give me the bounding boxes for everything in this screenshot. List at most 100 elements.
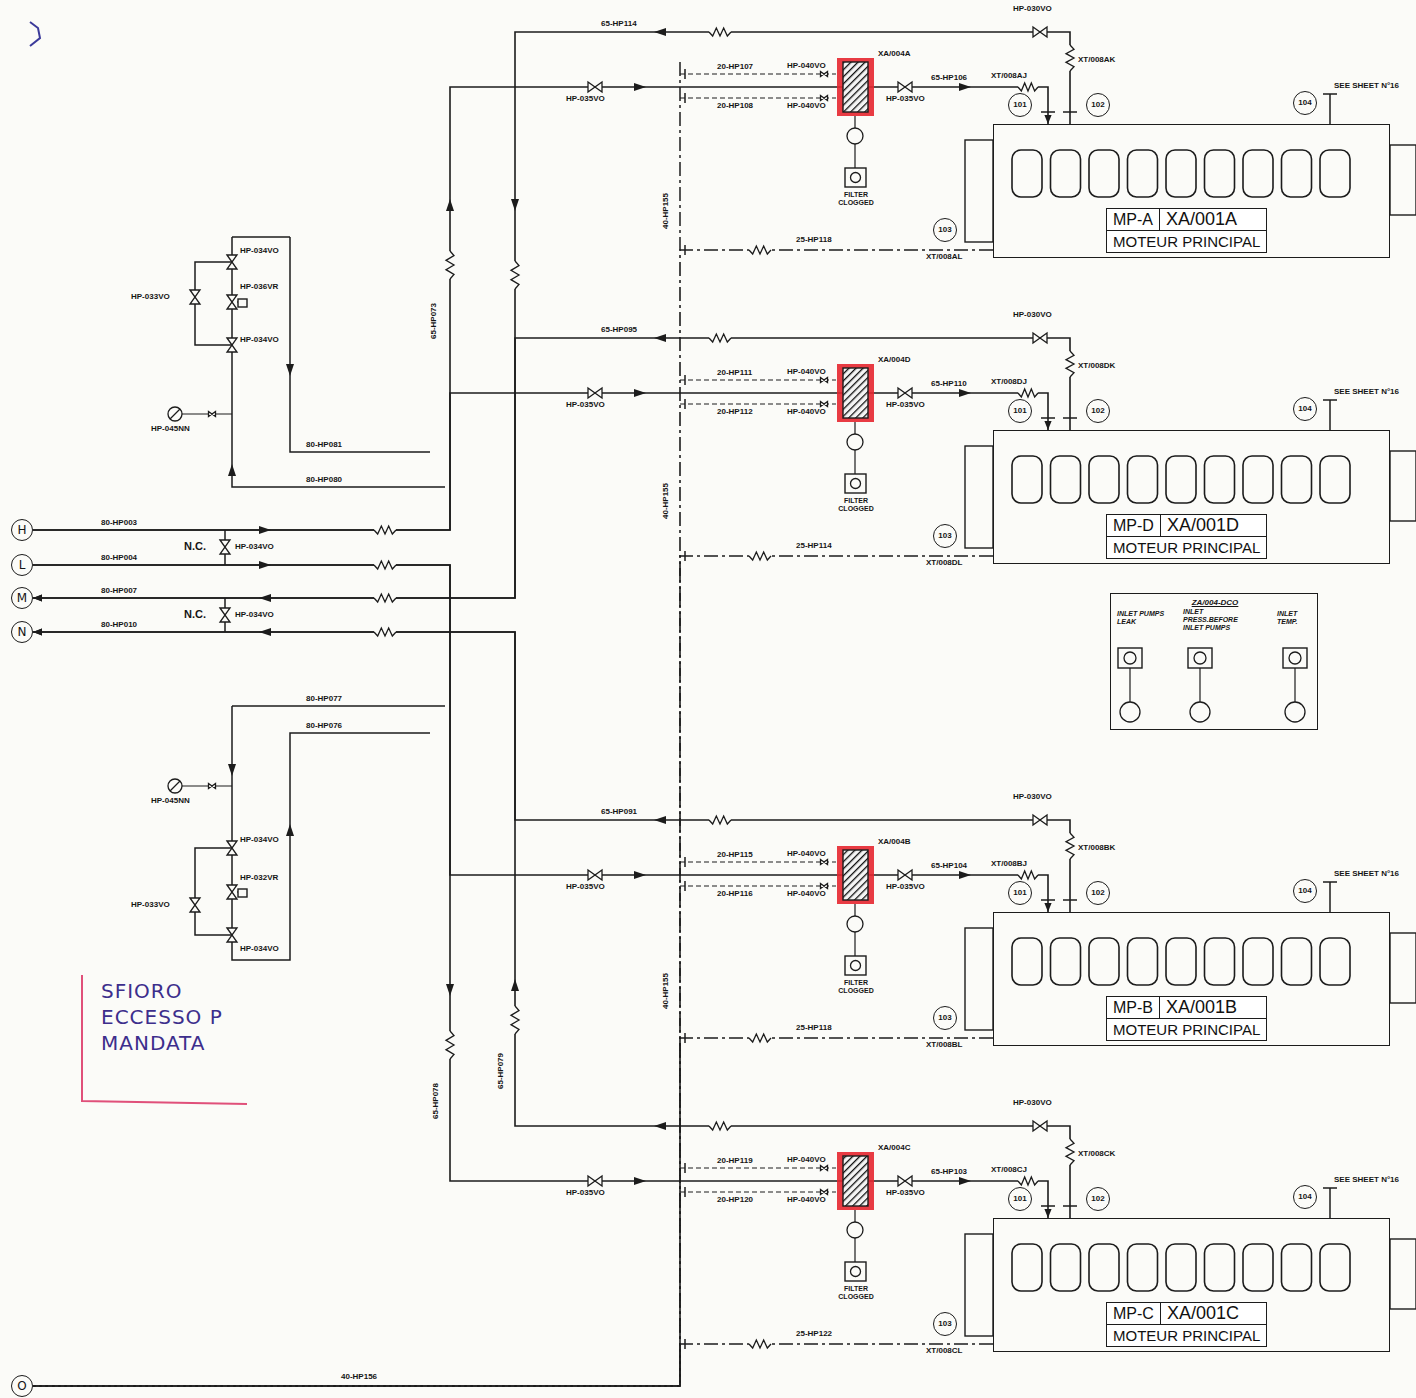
cylinder-symbol: [1205, 938, 1235, 985]
hose-gap: [749, 1036, 771, 1040]
flex-hose-symbol: [1066, 45, 1074, 71]
hose-gap: [1018, 85, 1038, 89]
line-number-tag: HP-034VO: [239, 247, 280, 255]
nameplate-row: MOTEUR PRINCIPAL: [1107, 230, 1266, 252]
flange-tick: [684, 399, 686, 409]
line-number-tag: 25-HP118: [795, 236, 833, 244]
line-number-tag: 80-HP003: [100, 519, 138, 527]
callout-text: 103: [938, 1014, 951, 1022]
bypass-line: [680, 1191, 836, 1192]
flex-hose-symbol: [1066, 833, 1074, 859]
flange-tick: [684, 881, 686, 891]
flange-tick: [684, 1187, 686, 1197]
flex-hose-symbol: [374, 594, 396, 602]
engine-tag: MP-A: [1107, 209, 1160, 230]
cylinder-symbol: [1128, 456, 1158, 503]
callout-text: 104: [1298, 405, 1311, 413]
line-number-tag: HP-035VO: [885, 401, 926, 409]
callout-number: 104: [1293, 91, 1317, 115]
line-number-tag: HP-034VO: [239, 945, 280, 953]
valve-symbol: [821, 72, 828, 77]
cylinder-symbol: [1128, 1244, 1158, 1291]
line-number-tag: HP-034VO: [239, 336, 280, 344]
engine-nameplate: MP-DXA/001DMOTEUR PRINCIPAL: [1106, 514, 1267, 559]
callout-number: 102: [1086, 881, 1110, 905]
valve-symbol: [898, 82, 912, 92]
pipe-connector: [33, 32, 1070, 598]
line-number-tag: 80-HP080: [305, 476, 343, 484]
callout-number: 101: [1008, 93, 1032, 117]
callout-number: 102: [1086, 399, 1110, 423]
flex-hose-symbol: [374, 561, 396, 569]
line-number-tag: 20-HP119: [716, 1157, 754, 1165]
callout-number: 101: [1008, 1187, 1032, 1211]
callout-text: 104: [1298, 1193, 1311, 1201]
flange-tick: [1063, 111, 1077, 113]
callout-number: 103: [933, 524, 957, 548]
valve-symbol: [821, 1190, 828, 1195]
alarm-caption: FILTER CLOGGED: [837, 191, 875, 207]
line-number-tag: HP-040VO: [786, 890, 827, 898]
line-number-tag: HP-045NN: [150, 425, 191, 433]
line-number-tag: 65-HP110: [930, 380, 968, 388]
engine-end-block: [965, 928, 993, 1030]
hose-gap: [709, 818, 731, 822]
cylinder-symbol: [1166, 150, 1196, 197]
line-number-tag: HP-035VO: [565, 1189, 606, 1197]
flow-arrow: [959, 389, 971, 397]
flow-arrow: [511, 199, 519, 211]
pipe-line: [232, 236, 290, 238]
flow-arrow: [228, 764, 236, 776]
bypass-line: [680, 97, 836, 98]
alarm-box: [845, 474, 866, 493]
flange-tick: [1063, 417, 1077, 419]
line-number-tag: HP-035VO: [565, 883, 606, 891]
valve-symbol: [227, 295, 237, 309]
line-number-tag: XT/008DJ: [990, 378, 1028, 386]
engine-end-block: [1390, 933, 1416, 1003]
flex-hose-symbol: [1066, 1139, 1074, 1165]
valve-symbol: [1033, 815, 1047, 825]
line-number-tag: HP-035VO: [565, 401, 606, 409]
reference-line: [1329, 400, 1331, 430]
hose-gap: [1068, 351, 1072, 377]
flex-hose-symbol: [511, 1006, 519, 1034]
flow-arrow: [286, 824, 294, 836]
flow-arrow: [634, 871, 646, 879]
flange-tick: [1063, 1205, 1077, 1207]
flex-hose-symbol: [709, 28, 731, 36]
flange-tick: [684, 1163, 686, 1173]
valve-symbol: [821, 884, 828, 889]
valve-symbol: [1033, 27, 1047, 37]
line-number-tag: XT/008AJ: [990, 72, 1028, 80]
pipe-connector: [33, 1038, 993, 1386]
callout-number: 104: [1293, 1185, 1317, 1209]
cylinder-symbol: [1320, 1244, 1350, 1291]
engine-end-block: [1390, 1239, 1416, 1309]
flange-tick: [684, 93, 686, 103]
flow-arrow: [511, 979, 519, 991]
pipe-connector: [33, 632, 1070, 912]
reference-line: [1329, 1188, 1331, 1218]
instrument-line: [854, 1238, 855, 1262]
line-number-tag: HP-033VO: [130, 293, 171, 301]
cylinder-symbol: [1012, 456, 1042, 503]
flex-hose-symbol: [1018, 389, 1038, 397]
callout-text: 104: [1298, 99, 1311, 107]
valve-symbol: [588, 870, 602, 880]
flange-tick: [684, 551, 686, 561]
callout-text: 103: [938, 226, 951, 234]
reference-line: [1329, 882, 1331, 912]
instrument-line: [1294, 668, 1295, 702]
instrument-bubble: [847, 1222, 863, 1238]
flow-arrow: [634, 83, 646, 91]
callout-text: 101: [1013, 101, 1026, 109]
line-number-tag: HP-040VO: [786, 850, 827, 858]
flange-tick: [684, 857, 686, 867]
callout-number: 102: [1086, 93, 1110, 117]
line-number-tag: 80-HP077: [305, 695, 343, 703]
line-number-tag: XT/008BL: [925, 1041, 963, 1049]
callout-number: 101: [1008, 399, 1032, 423]
terminal-circle: M: [11, 587, 33, 609]
flex-hose-symbol: [374, 628, 396, 636]
